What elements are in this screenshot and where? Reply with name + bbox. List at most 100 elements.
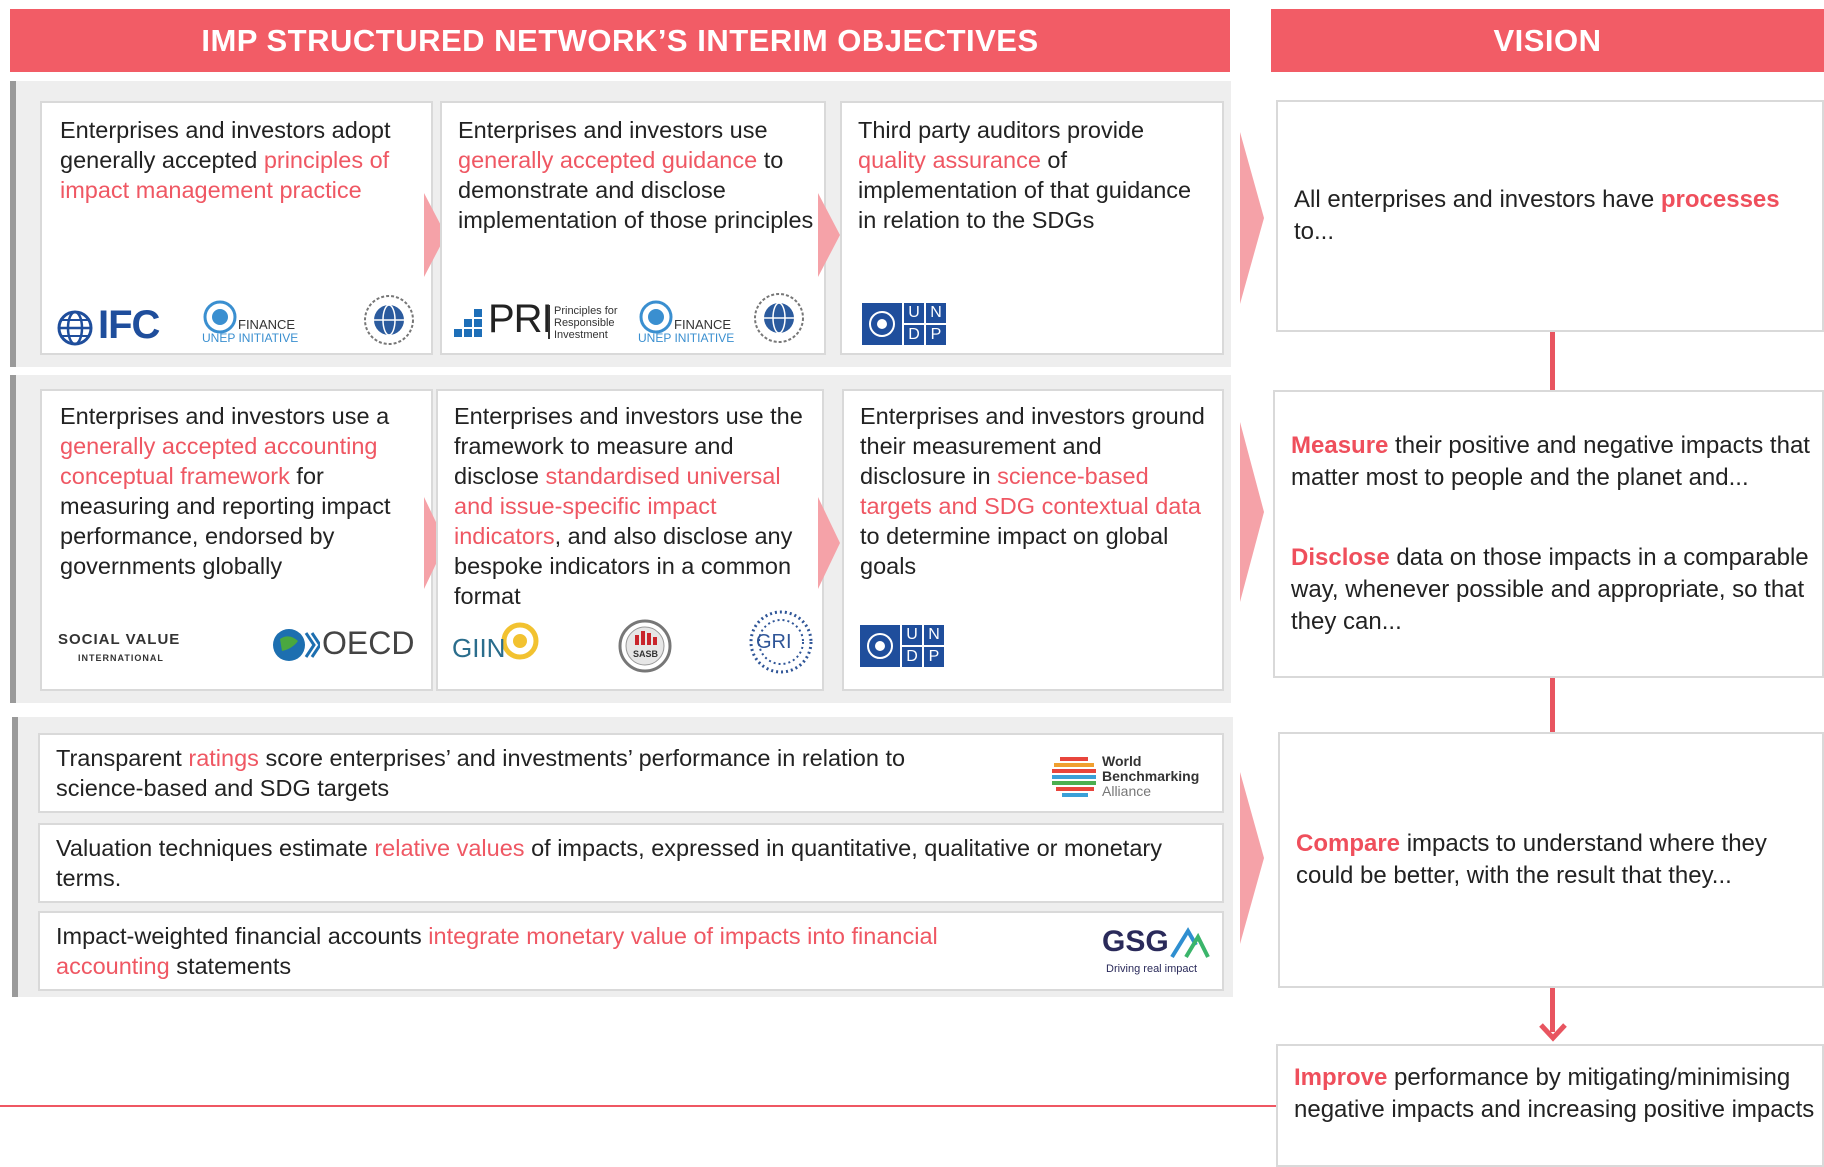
vision-header-title: VISION xyxy=(1493,22,1602,58)
gsg-tagline: Driving real impact xyxy=(1106,963,1198,975)
vision-box-compare: Compare impacts to understand where they… xyxy=(1278,732,1824,988)
objective-card-assurance: Third party auditors provide quality ass… xyxy=(840,101,1224,355)
gsg-wordmark: GSG xyxy=(1102,925,1169,958)
vision-keyword: Compare xyxy=(1296,830,1401,857)
global-compact-icon xyxy=(754,293,804,343)
objective-card-science-targets: Enterprises and investors ground their m… xyxy=(842,389,1224,691)
undp-letter: P xyxy=(926,325,946,345)
pri-logo: PRI Principles for Responsible Investmen… xyxy=(454,297,624,343)
bottom-divider xyxy=(0,1105,1276,1107)
giin-wordmark: GIIN xyxy=(452,633,506,663)
highlight-text: integrate monetary value of impacts into… xyxy=(56,923,938,979)
highlight-text: generally accepted accounting conceptual… xyxy=(60,433,378,489)
objective-text: Transparent ratings score enterprises’ a… xyxy=(56,745,906,801)
unep-finance-text: FINANCE xyxy=(238,317,296,332)
highlight-text: quality assurance xyxy=(858,147,1041,173)
highlight-text: standardised universal and issue-specifi… xyxy=(454,463,781,549)
pri-sub-2: Responsible xyxy=(554,317,615,329)
wba-line-1: World xyxy=(1102,753,1142,769)
objectives-row-2: Enterprises and investors use a generall… xyxy=(10,375,1231,703)
vision-arrow-1 xyxy=(1240,132,1264,304)
objective-card-guidance: Enterprises and investors use generally … xyxy=(440,101,826,355)
objective-text: Valuation techniques estimate relative v… xyxy=(56,835,1162,891)
flow-arrow xyxy=(818,193,840,277)
social-value-wordmark: SOCIAL VALUE xyxy=(58,631,181,648)
objective-text: Enterprises and investors adopt generall… xyxy=(60,117,391,203)
vision-keyword: Measure xyxy=(1291,432,1389,459)
gri-globe-icon xyxy=(749,610,813,674)
undp-logo: U N D P xyxy=(862,303,950,345)
vision-keyword: Disclose xyxy=(1291,544,1390,571)
un-emblem-icon xyxy=(639,300,673,334)
undp-letter: N xyxy=(924,625,944,645)
objective-card-indicators: Enterprises and investors use the framew… xyxy=(436,389,824,691)
wba-logo: World Benchmarking Alliance xyxy=(1052,753,1222,803)
wba-stripes-icon xyxy=(1052,757,1096,797)
wba-line-2: Benchmarking xyxy=(1102,768,1200,784)
objective-text: Enterprises and investors use a generall… xyxy=(60,403,391,579)
objectives-header: IMP STRUCTURED NETWORK’S INTERIM OBJECTI… xyxy=(10,9,1230,72)
vision-header: VISION xyxy=(1271,9,1824,72)
objectives-header-title: IMP STRUCTURED NETWORK’S INTERIM OBJECTI… xyxy=(201,22,1039,58)
vision-text: Compare impacts to understand where they… xyxy=(1296,830,1767,889)
vision-connector xyxy=(1550,332,1555,390)
vision-box-improve: Improve performance by mitigating/minimi… xyxy=(1276,1044,1824,1167)
objectives-row-3: Transparent ratings score enterprises’ a… xyxy=(12,717,1233,997)
oecd-logo: OECD xyxy=(272,623,422,667)
vision-text: All enterprises and investors have proce… xyxy=(1294,186,1780,245)
objectives-row-1: Enterprises and investors adopt generall… xyxy=(10,81,1231,367)
vision-keyword: processes xyxy=(1660,186,1780,213)
giin-logo: GIIN xyxy=(452,621,552,671)
vision-text: Improve performance by mitigating/minimi… xyxy=(1294,1064,1815,1123)
unep-fi-logo: FINANCE UNEP INITIATIVE xyxy=(202,299,312,347)
undp-letter: U xyxy=(902,625,922,645)
undp-letter: D xyxy=(902,647,922,667)
unep-fi-logo: FINANCE UNEP INITIATIVE xyxy=(638,299,748,347)
oecd-wordmark: OECD xyxy=(322,625,415,661)
highlight-text: ratings xyxy=(188,745,259,771)
vision-connector xyxy=(1550,678,1555,732)
un-emblem-icon xyxy=(862,303,902,345)
vision-keyword: Improve xyxy=(1294,1064,1388,1091)
undp-letter: N xyxy=(926,303,946,323)
globe-icon xyxy=(57,310,93,346)
unep-initiative-text: UNEP INITIATIVE xyxy=(638,331,735,345)
gri-logo: GRI xyxy=(748,609,814,675)
objective-card-principles: Enterprises and investors adopt generall… xyxy=(40,101,433,355)
highlight-text: relative values xyxy=(374,835,525,861)
pri-sub-1: Principles for xyxy=(554,305,618,317)
wba-line-3: Alliance xyxy=(1102,783,1152,799)
objective-text: Enterprises and investors use generally … xyxy=(458,117,814,233)
global-compact-icon xyxy=(364,295,414,345)
vision-box-measure-disclose: Measure their positive and negative impa… xyxy=(1273,390,1824,678)
vision-text: Disclose data on those impacts in a comp… xyxy=(1291,544,1809,635)
down-arrow-icon xyxy=(1539,1023,1567,1042)
sasb-logo: SASB xyxy=(618,619,672,673)
objective-card-accounts: Impact-weighted financial accounts integ… xyxy=(38,911,1224,991)
gsg-mountain-icon xyxy=(1170,927,1210,959)
highlight-text: principles of impact management practice xyxy=(60,147,390,203)
vision-arrow-3 xyxy=(1240,772,1264,944)
pri-wordmark: PRI xyxy=(488,297,553,341)
undp-letter: U xyxy=(904,303,924,323)
pri-sub-3: Investment xyxy=(554,329,608,341)
vision-box-processes: All enterprises and investors have proce… xyxy=(1276,100,1824,332)
gsg-logo: GSG Driving real impact xyxy=(1102,925,1222,981)
highlight-text: science-based targets and SDG contextual… xyxy=(860,463,1201,519)
oecd-globe-icon xyxy=(273,629,320,661)
vision-text: Measure their positive and negative impa… xyxy=(1291,432,1810,491)
social-value-sub: INTERNATIONAL xyxy=(78,653,164,663)
gri-wordmark: GRI xyxy=(756,631,792,653)
objective-text: Enterprises and investors ground their m… xyxy=(860,403,1205,579)
highlight-text: generally accepted guidance xyxy=(458,147,758,173)
undp-logo: U N D P xyxy=(860,625,948,667)
objective-text: Enterprises and investors use the framew… xyxy=(454,403,803,609)
ifc-wordmark: IFC xyxy=(98,303,160,347)
sasb-wordmark: SASB xyxy=(633,649,659,659)
undp-letter: D xyxy=(904,325,924,345)
flow-arrow xyxy=(818,497,840,589)
un-emblem-icon xyxy=(203,300,237,334)
un-emblem-icon xyxy=(860,625,900,667)
vision-connector xyxy=(1550,988,1555,1032)
objective-text: Third party auditors provide quality ass… xyxy=(858,117,1192,233)
